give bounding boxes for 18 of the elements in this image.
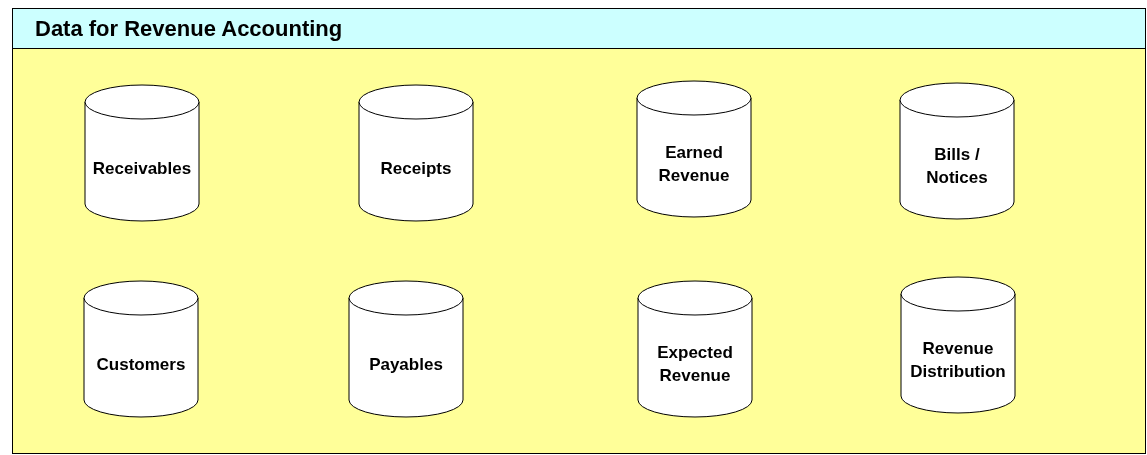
cylinder-label: Receipts bbox=[380, 157, 452, 180]
database-cylinder bbox=[358, 84, 474, 222]
cylinder-label: Customers bbox=[96, 353, 186, 376]
database-cylinder bbox=[899, 82, 1015, 220]
database-cylinder bbox=[900, 276, 1016, 414]
database-cylinder bbox=[84, 84, 200, 222]
database-cylinder bbox=[348, 280, 464, 418]
panel-title: Data for Revenue Accounting bbox=[35, 16, 343, 42]
cylinder-label: Receivables bbox=[92, 157, 192, 180]
cylinder-label: Revenue Distribution bbox=[909, 338, 1007, 383]
cylinder-label: Payables bbox=[369, 353, 443, 376]
panel bbox=[12, 8, 1146, 454]
cylinder-label: Earned Revenue bbox=[657, 142, 731, 187]
cylinder-label: Expected Revenue bbox=[656, 342, 734, 387]
database-cylinder bbox=[637, 280, 753, 418]
database-cylinder bbox=[83, 280, 199, 418]
cylinder-label: Bills / Notices bbox=[925, 144, 989, 189]
database-cylinder bbox=[636, 80, 752, 218]
